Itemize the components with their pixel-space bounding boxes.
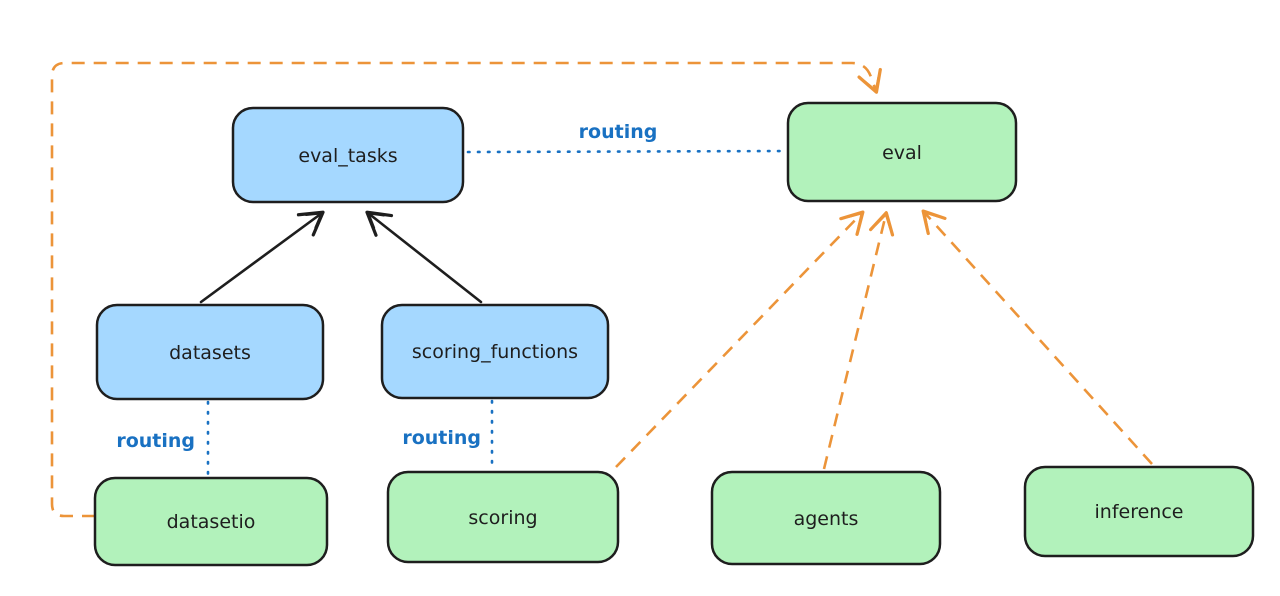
inference-label: inference (1095, 501, 1184, 523)
node-datasetio: datasetio (93, 476, 329, 567)
inference-box (1023, 465, 1255, 558)
datasets-label: datasets (169, 342, 251, 364)
agents-box (710, 470, 942, 566)
scoring-functions-label: scoring_functions (412, 341, 578, 363)
routing-label-scoring-functions-scoring: routing (402, 427, 481, 449)
node-eval: eval (786, 101, 1018, 203)
edge-agents-to-eval (822, 211, 895, 470)
node-agents: agents (710, 470, 942, 566)
edge-eval-tasks-to-eval-routing (466, 149, 788, 154)
node-datasets: datasets (95, 303, 325, 401)
routing-label-datasets-datasetio: routing (116, 430, 195, 452)
edge-datasets-to-eval-tasks (199, 210, 325, 304)
edge-scoring-to-eval (615, 210, 865, 468)
eval-box (786, 101, 1018, 203)
scoring-label: scoring (468, 507, 537, 529)
edge-datasetio-to-eval (50, 61, 882, 518)
agents-label: agents (794, 508, 859, 530)
scoring-box (386, 470, 620, 564)
datasetio-label: datasetio (167, 511, 256, 533)
routing-label-eval-tasks-eval: routing (579, 121, 658, 143)
datasetio-box (93, 476, 329, 567)
scoring-functions-box (380, 303, 610, 400)
edge-scoring-functions-to-eval-tasks (365, 210, 483, 304)
edge-inference-to-eval (921, 209, 1153, 465)
eval-tasks-label: eval_tasks (298, 145, 397, 167)
node-scoring: scoring (386, 470, 620, 564)
eval-label: eval (882, 142, 922, 164)
node-eval-tasks: eval_tasks (231, 106, 465, 204)
eval-tasks-box (231, 106, 465, 204)
node-inference: inference (1023, 465, 1255, 558)
datasets-box (95, 303, 325, 401)
node-scoring-functions: scoring_functions (380, 303, 610, 400)
